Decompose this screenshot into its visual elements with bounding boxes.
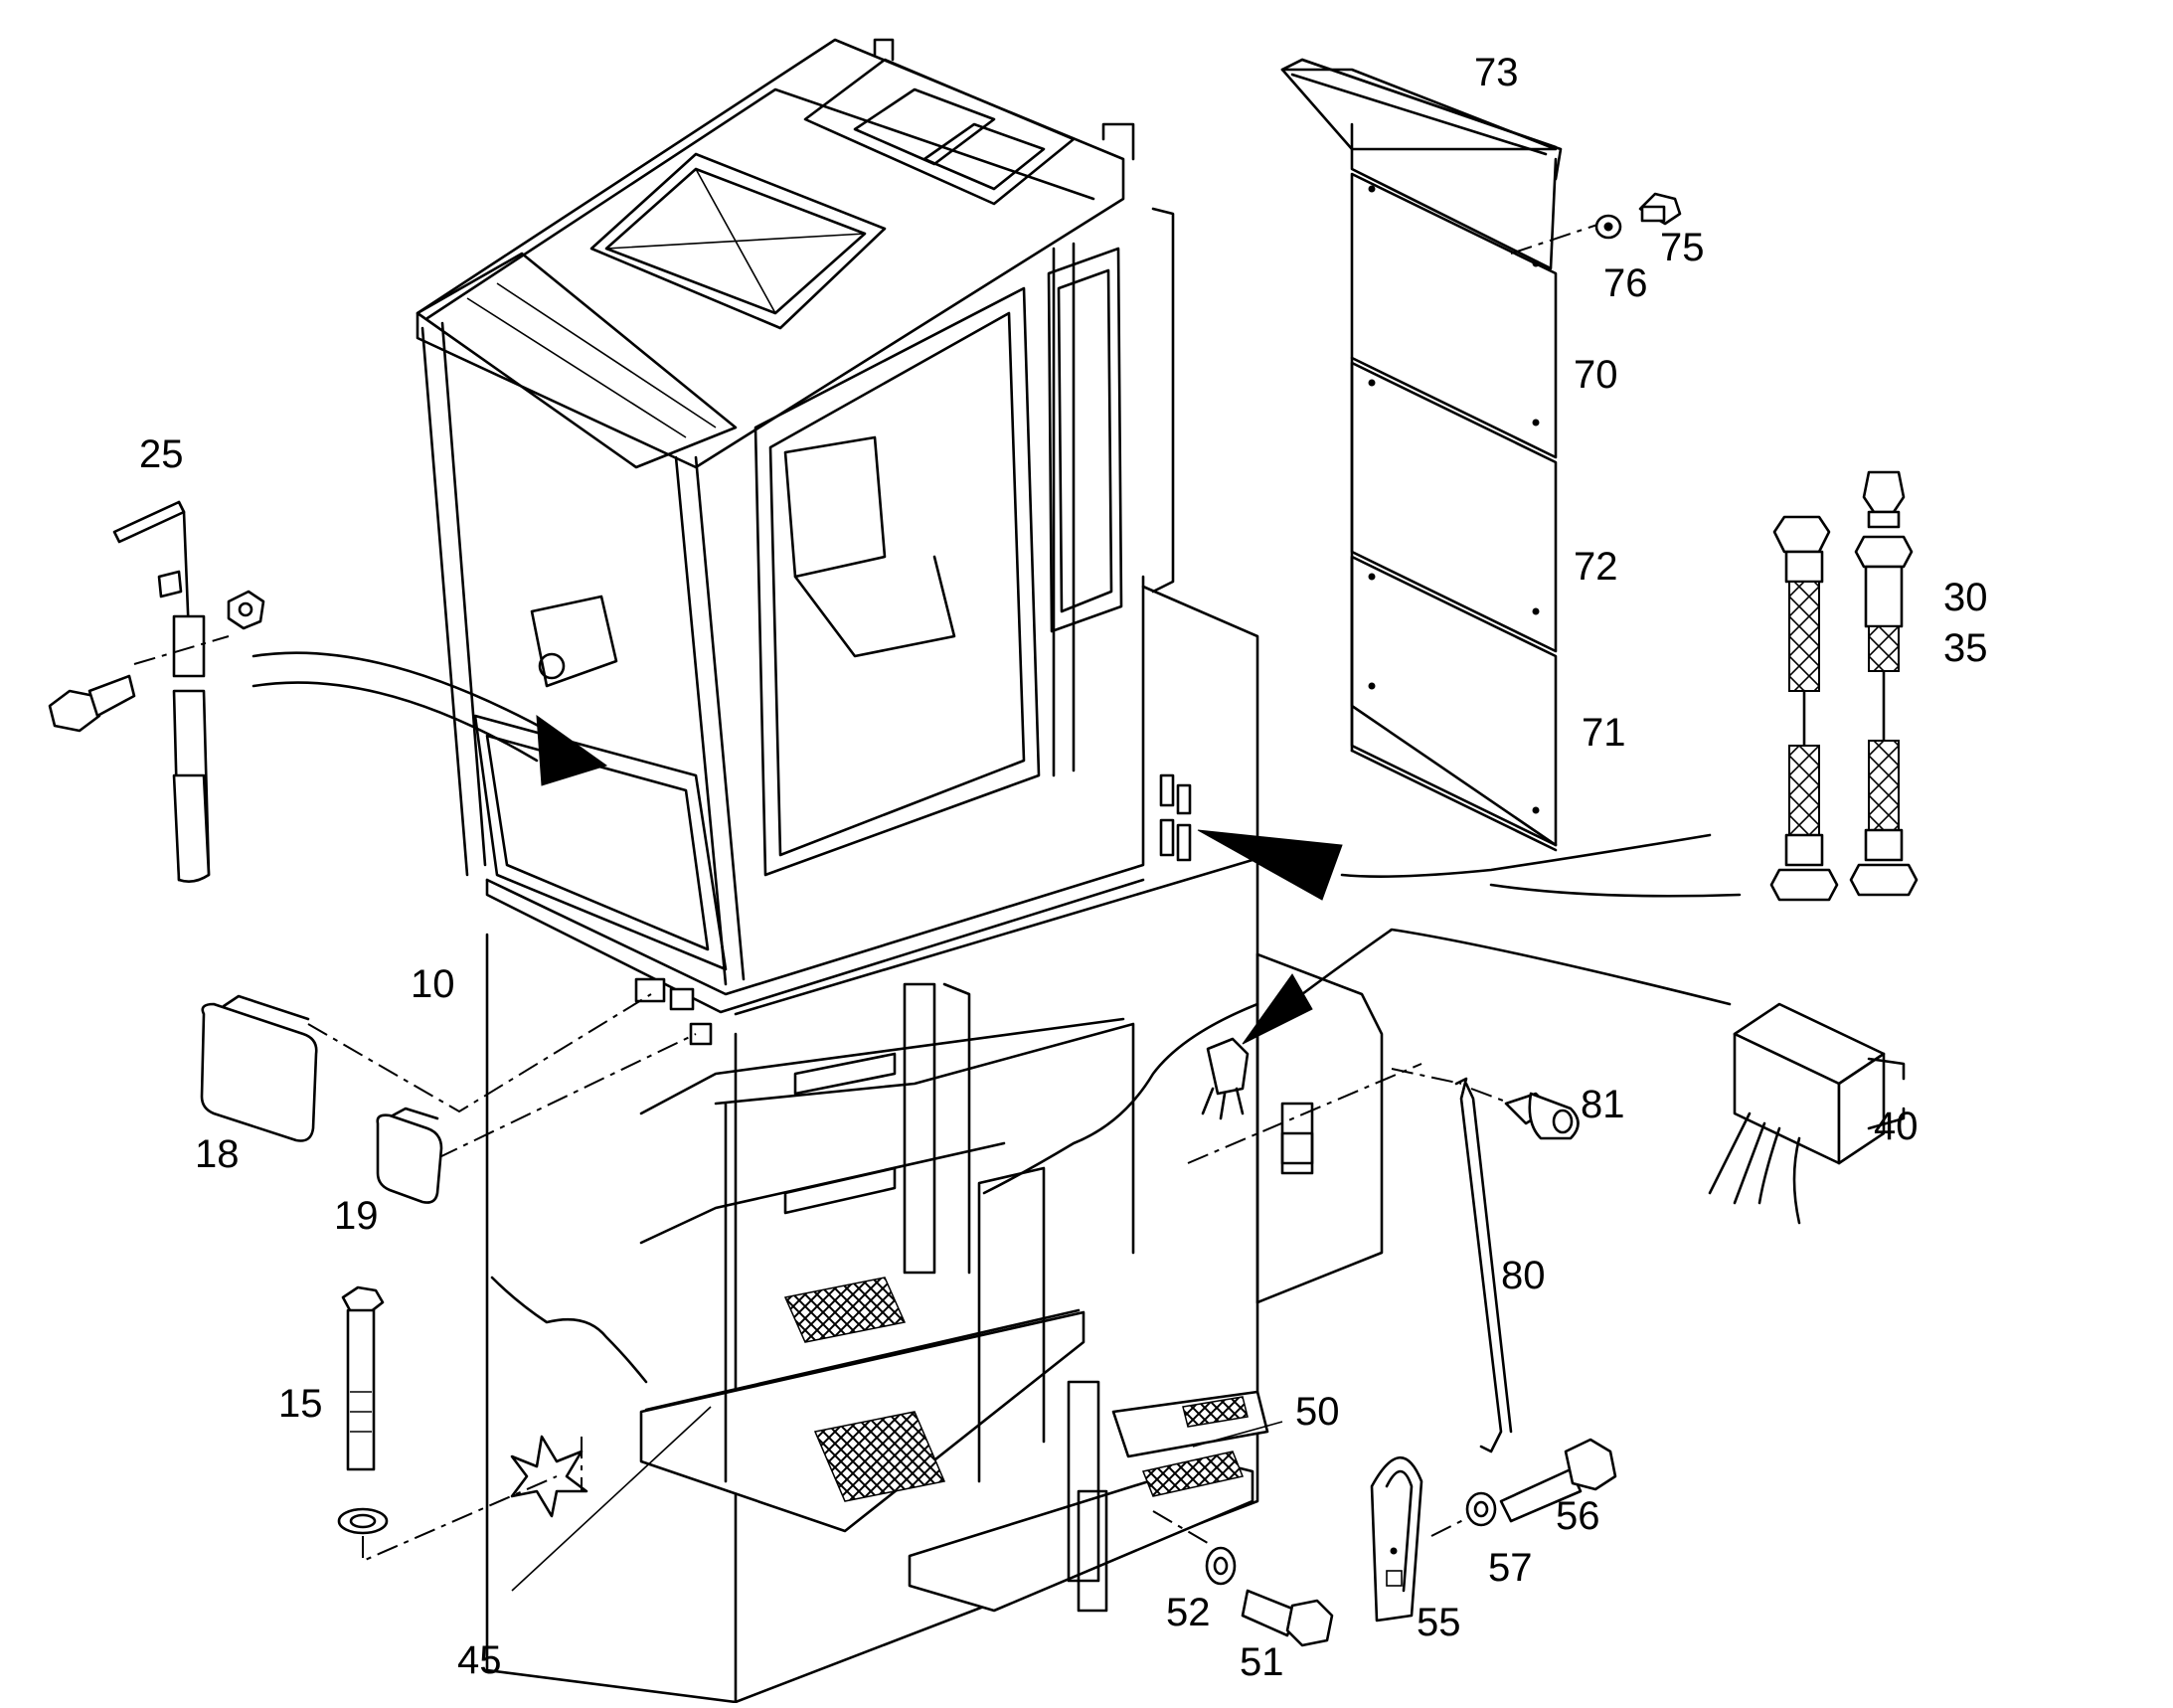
box-40	[1187, 1002, 1906, 1225]
label-19: 19	[334, 1194, 379, 1238]
label-52: 52	[1166, 1591, 1211, 1634]
label-55: 55	[1417, 1601, 1461, 1644]
label-40: 40	[1874, 1105, 1919, 1148]
label-76: 76	[1603, 261, 1648, 305]
label-75: 75	[1660, 226, 1705, 269]
leader-50	[1192, 1421, 1283, 1448]
label-45: 45	[457, 1638, 502, 1682]
rod-80-bolt-81	[1391, 1068, 1580, 1453]
label-50: 50	[1295, 1390, 1340, 1434]
label-18: 18	[195, 1132, 240, 1176]
label-25: 25	[139, 432, 184, 476]
step-hardware	[1152, 1438, 1617, 1647]
hose-assembly-30-35	[1159, 470, 1919, 902]
label-10: 10	[411, 962, 455, 1006]
label-71: 71	[1582, 711, 1626, 755]
label-15: 15	[278, 1382, 323, 1426]
callout-labels: 73 75 76 70 72 71 30 35 25 10 18 19 40 8…	[139, 51, 1988, 1684]
label-72: 72	[1574, 545, 1618, 589]
cab-assembly	[251, 38, 1254, 1016]
label-80: 80	[1501, 1254, 1546, 1297]
label-51: 51	[1240, 1640, 1284, 1684]
bolt-15	[337, 1285, 588, 1563]
label-35: 35	[1943, 626, 1988, 670]
label-73: 73	[1474, 51, 1519, 94]
label-56: 56	[1556, 1494, 1600, 1538]
cab-label-plates	[200, 977, 713, 1204]
leader-45	[511, 1406, 712, 1592]
label-81: 81	[1581, 1083, 1625, 1126]
side-panels	[1280, 58, 1682, 852]
label-57: 57	[1488, 1546, 1533, 1590]
platform-handrail-45	[639, 928, 1732, 1613]
label-30: 30	[1943, 576, 1988, 619]
label-70: 70	[1574, 353, 1618, 397]
pin-assembly-25	[48, 500, 265, 883]
